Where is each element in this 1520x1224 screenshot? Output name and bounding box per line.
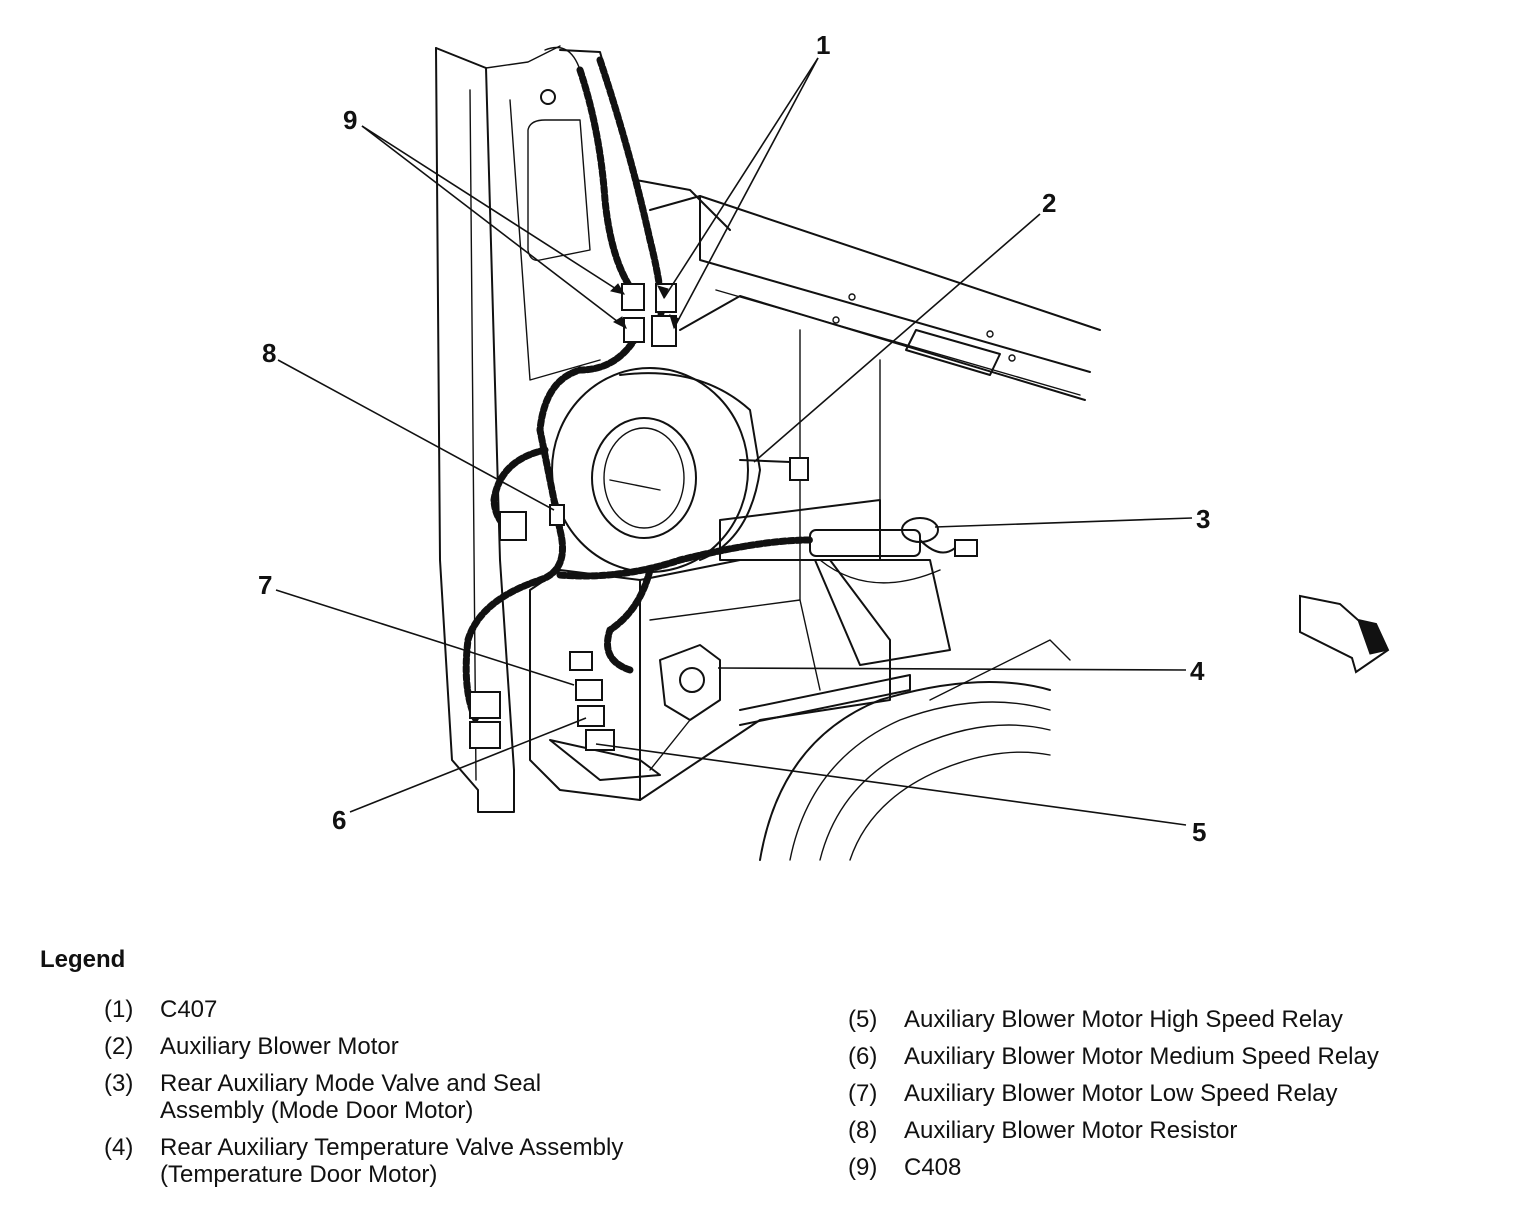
legend-description: Auxiliary Blower Motor Low Speed Relay — [904, 1080, 1338, 1107]
forward-direction-arrow — [1299, 594, 1390, 674]
leader-8 — [277, 359, 555, 511]
blower-motor-drawing — [551, 367, 809, 573]
legend-title: Legend — [40, 946, 126, 973]
leader-5 — [595, 743, 1187, 826]
callout-4: 4 — [1190, 656, 1205, 686]
legend-item: (5) Auxiliary Blower Motor High Speed Re… — [848, 1006, 1508, 1033]
cross-member — [649, 195, 1101, 601]
legend-column-right: (5) Auxiliary Blower Motor High Speed Re… — [848, 1006, 1508, 1191]
leader-3 — [934, 517, 1193, 528]
relay-low-speed-socket — [575, 679, 603, 701]
legend-item: (8) Auxiliary Blower Motor Resistor — [848, 1117, 1508, 1144]
leader-7 — [275, 589, 575, 686]
wiring-harness — [462, 46, 814, 724]
legend-item: (6) Auxiliary Blower Motor Medium Speed … — [848, 1043, 1508, 1070]
callout-labels: 1 2 3 4 5 6 7 8 9 — [258, 30, 1210, 847]
legend-number: (9) — [848, 1154, 878, 1181]
relay-medium-speed-body — [577, 705, 605, 727]
body-pillar — [435, 45, 731, 813]
callout-7: 7 — [258, 570, 272, 600]
relay-low-speed-body — [569, 651, 593, 671]
legend-description: Auxiliary Blower Motor High Speed Relay — [904, 1006, 1343, 1033]
callout-1: 1 — [816, 30, 830, 60]
callout-6: 6 — [332, 805, 346, 835]
callout-3: 3 — [1196, 504, 1210, 534]
leader-9a — [361, 125, 625, 295]
legend-item: (2) Auxiliary Blower Motor — [104, 1033, 744, 1060]
legend-number: (6) — [848, 1043, 878, 1070]
legend-item: (4) Rear Auxiliary Temperature Valve Ass… — [104, 1134, 744, 1188]
legend-number: (1) — [104, 996, 134, 1023]
legend-item: (7) Auxiliary Blower Motor Low Speed Rel… — [848, 1080, 1508, 1107]
legend-description: C407 — [160, 996, 218, 1023]
legend-description: Rear Auxiliary Temperature Valve Assembl… — [160, 1134, 624, 1188]
legend-number: (5) — [848, 1006, 878, 1033]
hvac-module-case — [529, 499, 951, 801]
legend-item: (9) C408 — [848, 1154, 1508, 1181]
legend-number: (8) — [848, 1117, 878, 1144]
legend-number: (4) — [104, 1134, 134, 1161]
legend: Legend (1) C407 (2) Auxiliary Blower Mot… — [0, 930, 1520, 1224]
leader-4 — [717, 667, 1187, 671]
connectors — [469, 283, 677, 749]
legend-item: (3) Rear Auxiliary Mode Valve and Seal A… — [104, 1070, 744, 1124]
mode-door-motor-drawing — [809, 517, 978, 584]
legend-description: Auxiliary Blower Motor Medium Speed Rela… — [904, 1043, 1379, 1070]
legend-number: (3) — [104, 1070, 134, 1097]
callout-5: 5 — [1192, 817, 1206, 847]
c408-upper-connector — [621, 283, 645, 311]
legend-description: C408 — [904, 1154, 962, 1181]
resistor-body — [549, 504, 565, 526]
legend-description: Auxiliary Blower Motor Resistor — [904, 1117, 1238, 1144]
c408-lower-connector — [623, 317, 645, 343]
wheel-well — [759, 639, 1071, 861]
relay-high-speed-body — [585, 729, 615, 751]
legend-item: (1) C407 — [104, 996, 744, 1023]
temperature-door-motor-drawing — [649, 644, 721, 771]
leader-1b — [673, 57, 819, 329]
legend-number: (2) — [104, 1033, 134, 1060]
callout-8: 8 — [262, 338, 276, 368]
leader-6 — [349, 717, 587, 813]
legend-description: Rear Auxiliary Mode Valve and Seal Assem… — [160, 1070, 542, 1124]
legend-description: Auxiliary Blower Motor — [160, 1033, 399, 1060]
relays — [569, 651, 615, 751]
callout-9: 9 — [343, 105, 357, 135]
legend-number: (7) — [848, 1080, 878, 1107]
resistor-connector — [499, 511, 527, 541]
leader-9b — [361, 125, 627, 329]
component-location-diagram: 1 2 3 4 5 6 7 8 9 — [258, 30, 1390, 861]
callout-2: 2 — [1042, 188, 1056, 218]
leader-lines — [275, 57, 1193, 826]
leader-2 — [753, 213, 1041, 463]
legend-column-left: (1) C407 (2) Auxiliary Blower Motor (3) … — [104, 996, 744, 1198]
leader-1a — [663, 57, 819, 299]
